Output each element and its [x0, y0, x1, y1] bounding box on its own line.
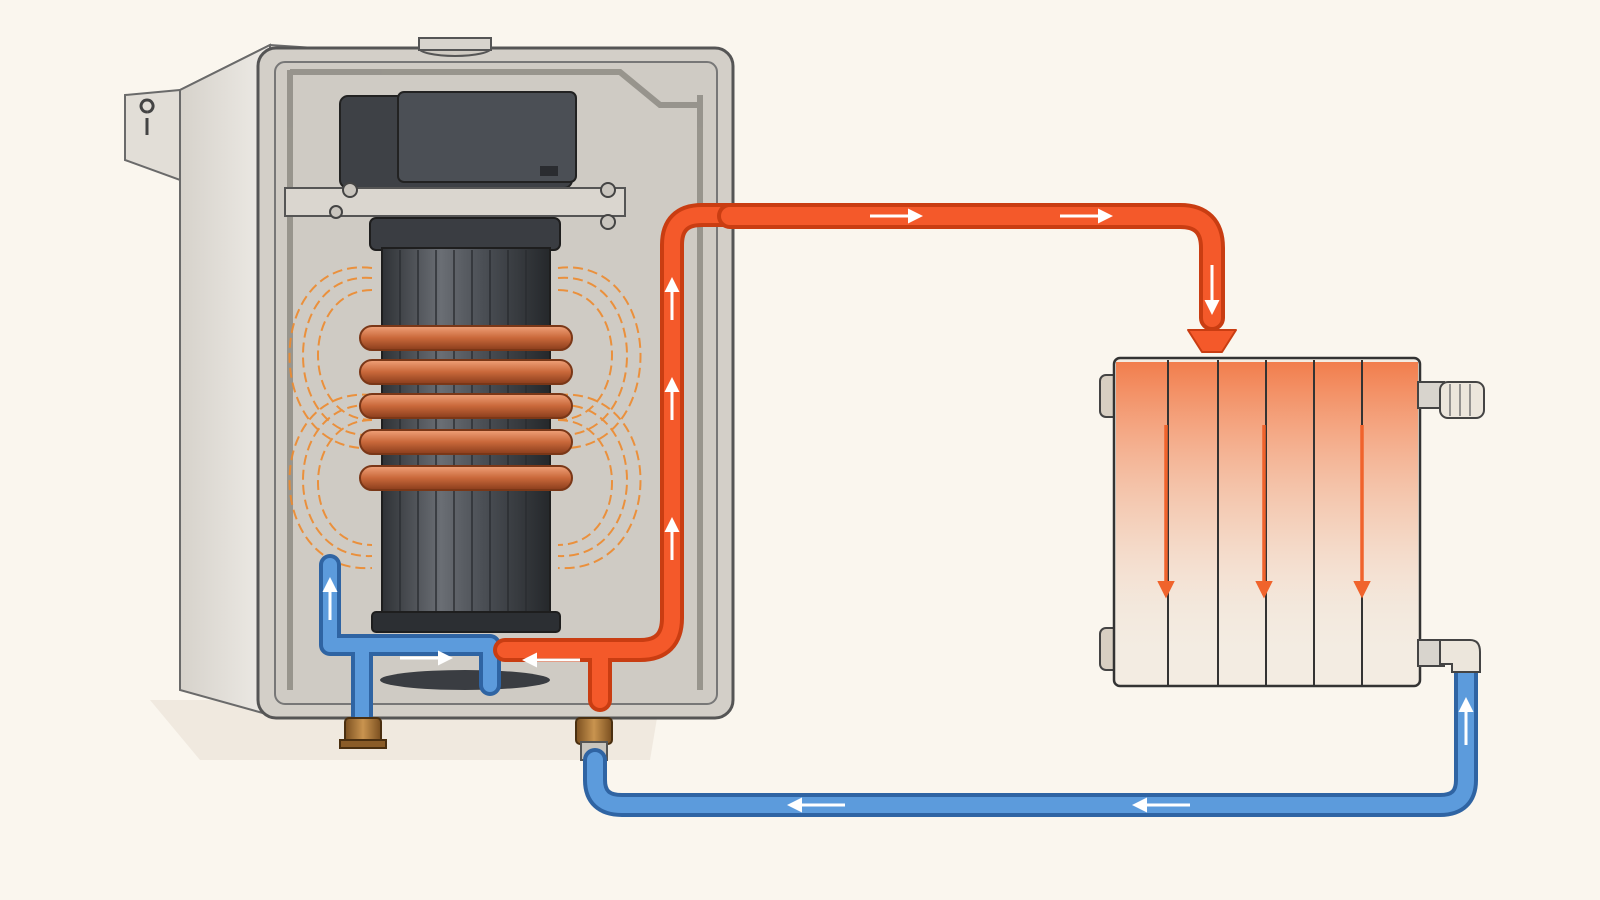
radiator: [1099, 356, 1422, 688]
inner-frame: [287, 69, 703, 690]
wall-bracket: [124, 88, 181, 182]
bolt-icon: [329, 205, 343, 219]
flow-arrows-hot: [870, 208, 1220, 315]
bolt-icon: [600, 214, 616, 230]
copper-induction-coil: [359, 325, 573, 491]
inlet-fitting: [339, 717, 387, 749]
magnetic-field-lines: [288, 266, 642, 570]
return-elbow: [1417, 639, 1481, 673]
thermostatic-valve: [1417, 381, 1485, 419]
keyhole-icon: [139, 98, 155, 135]
cold-return-pipe: [583, 656, 1478, 817]
control-module: [284, 91, 626, 230]
internal-hot-pipe: [493, 203, 752, 712]
flow-arrows-cold: [787, 697, 1474, 813]
heat-transfer-arrows: [1157, 425, 1371, 599]
bolt-icon: [600, 182, 616, 198]
flow-arrows-internal: [322, 277, 680, 668]
hot-supply-pipe: [717, 203, 1237, 353]
bolt-icon: [342, 182, 358, 198]
